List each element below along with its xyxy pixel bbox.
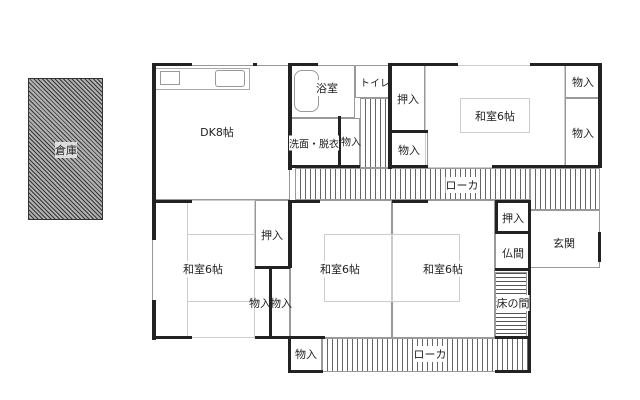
wall — [152, 200, 156, 240]
label-corridor-upper: ローカ — [445, 177, 479, 193]
wall — [388, 165, 428, 168]
corridor-upper — [295, 168, 530, 200]
label-upper-storage: 物入 — [398, 144, 420, 157]
wall — [598, 232, 601, 262]
wall — [288, 338, 291, 372]
wall — [152, 336, 192, 339]
label-right-storage-1: 物入 — [572, 76, 594, 89]
stove-icon — [160, 71, 180, 85]
wall — [495, 370, 531, 373]
label-genkan: 玄関 — [553, 237, 575, 250]
label-bath: 浴室 — [316, 80, 338, 96]
wall — [495, 200, 531, 203]
label-right-washitsu: 和室6帖 — [423, 261, 463, 277]
storehouse-label: 倉庫 — [55, 142, 77, 158]
label-dk: DK8帖 — [200, 126, 234, 139]
wall — [152, 63, 192, 66]
wall — [288, 63, 292, 170]
wall — [288, 63, 318, 66]
label-butsuma: 仏間 — [502, 247, 524, 260]
label-butsuma-oshiire: 押入 — [502, 212, 524, 225]
label-middle-washitsu: 和室6帖 — [320, 261, 360, 277]
wall — [495, 231, 531, 234]
wall — [290, 165, 360, 168]
wall — [269, 266, 272, 338]
label-toilet: トイレ — [360, 78, 390, 90]
label-left-storage-2: 物入 — [270, 297, 292, 310]
wall — [338, 116, 341, 166]
wall — [290, 200, 320, 203]
label-left-oshiire: 押入 — [261, 229, 283, 242]
wall — [152, 63, 156, 200]
label-tokonoma: 床の間 — [496, 295, 530, 311]
wall — [495, 268, 531, 271]
wall — [392, 200, 428, 203]
wall — [255, 336, 325, 339]
sink-icon — [215, 70, 245, 87]
label-lower-storage: 物入 — [295, 348, 317, 361]
wall — [288, 370, 323, 373]
wall — [388, 130, 428, 133]
tatami — [460, 98, 530, 133]
wall — [495, 336, 531, 339]
hall-stairs — [360, 98, 390, 168]
wall — [152, 200, 192, 203]
label-washroom: 洗面・脱衣 — [289, 135, 339, 151]
label-corridor-lower: ローカ — [413, 346, 447, 362]
label-washroom-storage: 物入 — [341, 137, 361, 149]
label-upper-oshiire: 押入 — [397, 91, 419, 107]
wall — [530, 63, 602, 66]
wall — [528, 200, 531, 372]
wall — [152, 300, 156, 340]
label-left-washitsu: 和室6帖 — [183, 261, 223, 277]
label-left-storage: 物入 — [249, 297, 271, 310]
wall — [253, 63, 257, 66]
wall — [495, 200, 498, 234]
wall — [288, 200, 292, 268]
wall — [388, 63, 458, 66]
label-right-storage-2: 物入 — [572, 127, 594, 140]
wall — [255, 266, 290, 269]
wall — [388, 63, 392, 169]
wall — [598, 63, 602, 167]
corridor-upper-east — [530, 168, 600, 210]
label-upper-washitsu: 和室6帖 — [475, 110, 515, 123]
wall — [492, 165, 602, 168]
